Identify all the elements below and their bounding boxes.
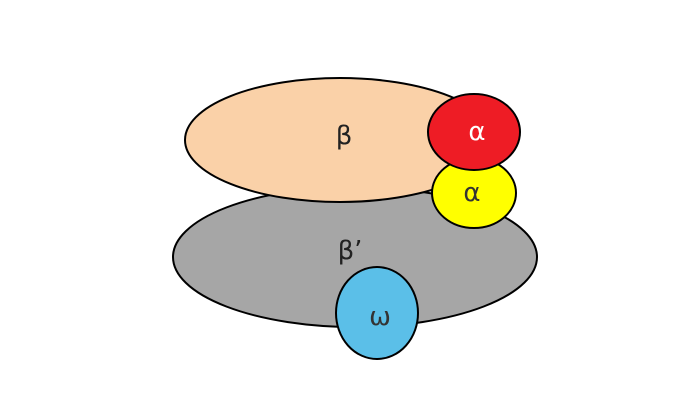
alpha-top-label: α	[468, 117, 485, 147]
omega-label: ω	[369, 302, 391, 332]
beta-prime-subunit: β’	[172, 186, 538, 328]
beta-subunit: β	[184, 77, 496, 203]
beta-label: β	[336, 121, 353, 151]
alpha-bottom-label: α	[463, 178, 480, 208]
alpha-subunit-top: α	[427, 93, 521, 171]
omega-subunit: ω	[335, 266, 419, 360]
beta-prime-label: β’	[338, 236, 363, 266]
alpha-subunit-bottom: α	[431, 157, 517, 229]
